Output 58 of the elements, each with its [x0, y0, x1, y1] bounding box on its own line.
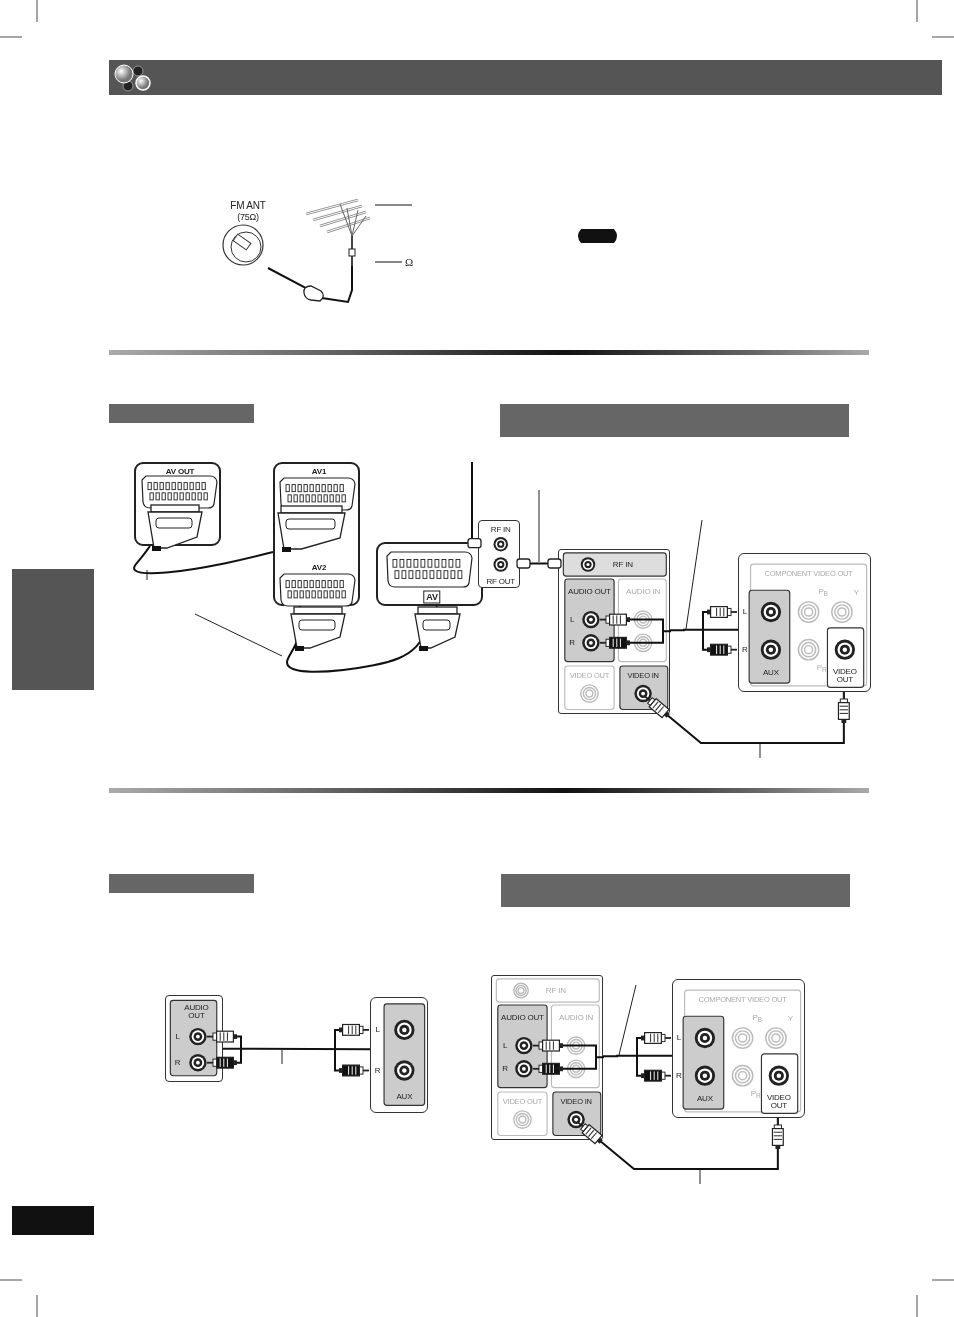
- port-label: AUDIO IN: [625, 588, 662, 597]
- cable: [222, 1047, 371, 1051]
- scart-socket-panel: [376, 542, 483, 606]
- port-label: R: [676, 1071, 682, 1080]
- port-label: AV2: [311, 564, 327, 572]
- heading-bar: [500, 404, 849, 437]
- port-label: L: [742, 608, 747, 616]
- port-label: Y: [787, 1015, 793, 1024]
- port-label: P$_{B}$: [818, 588, 828, 599]
- leader-line: [374, 204, 413, 206]
- port-label: AUX: [696, 1094, 713, 1103]
- port-label: RF IN: [490, 525, 511, 534]
- page-tab: [12, 1206, 94, 1235]
- port-label: L: [676, 1034, 681, 1042]
- port-label: AUDIO IN: [558, 1014, 595, 1023]
- cable: [516, 558, 562, 569]
- port-label: AUDIO OUT: [567, 588, 612, 597]
- cable: [133, 504, 346, 575]
- port-label: VIDEO OUT: [765, 1093, 792, 1110]
- cable: [286, 605, 461, 673]
- port-label: AV OUT: [165, 468, 195, 476]
- port-label: P$_{R}$: [750, 1089, 761, 1100]
- heading-bar: [109, 874, 254, 893]
- port-label: P$_{R}$: [816, 663, 827, 674]
- port-label: L: [502, 1041, 508, 1050]
- port-label: RF IN: [612, 560, 633, 569]
- port-label: L: [569, 615, 575, 624]
- port-label: VIDEO OUT: [831, 667, 858, 684]
- side-tab: [12, 569, 94, 690]
- port-label: AUX: [762, 668, 779, 677]
- port-label: AV1: [311, 468, 327, 476]
- port-label: FM ANT: [230, 201, 266, 211]
- port-label: L: [375, 1025, 380, 1034]
- port-label: RF IN: [545, 986, 566, 995]
- cable: [267, 265, 353, 304]
- port-label: AUX: [396, 1092, 413, 1101]
- unit-label: Ω: [405, 256, 413, 268]
- port-label: RF OUT: [486, 577, 516, 586]
- port-label: R: [374, 1066, 381, 1075]
- cable: [467, 461, 482, 549]
- cable: [578, 1117, 784, 1170]
- cable: [645, 691, 850, 744]
- port-label: R: [502, 1064, 508, 1073]
- cable: [602, 1054, 673, 1058]
- port-label: Y: [853, 589, 859, 598]
- leader-line: [374, 261, 403, 263]
- port-label: P$_{B}$: [752, 1014, 762, 1025]
- port-label: R: [569, 638, 575, 647]
- port-label: AUDIO OUT: [500, 1014, 545, 1023]
- port-label: AUDIO OUT: [183, 1003, 210, 1020]
- port-label: L: [175, 1032, 180, 1041]
- rf-connector-panel: [478, 520, 520, 588]
- heading-bar: [501, 874, 850, 907]
- port-label: (75Ω): [237, 212, 259, 222]
- port-label: R: [742, 645, 748, 654]
- cable: [669, 628, 739, 632]
- heading-bar: [109, 404, 254, 423]
- port-label: R: [174, 1058, 181, 1067]
